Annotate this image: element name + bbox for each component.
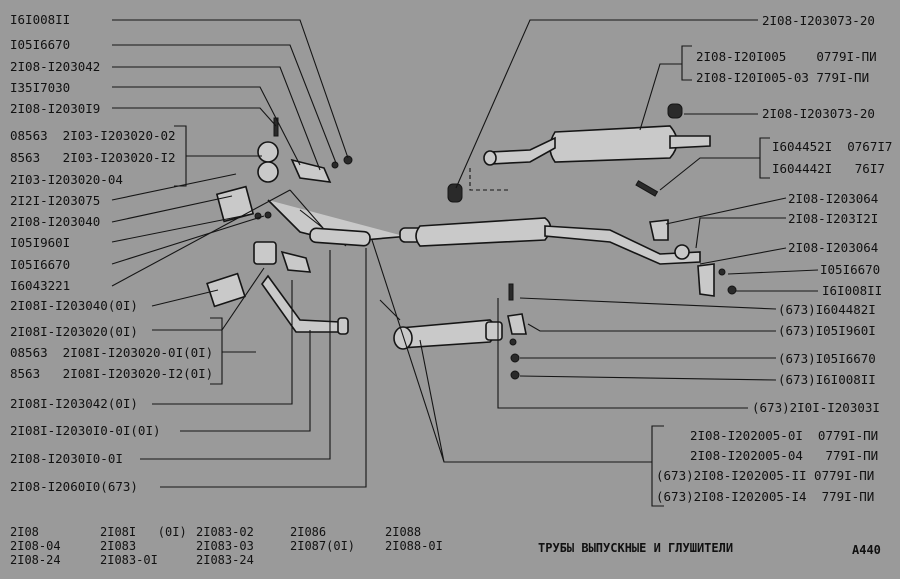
nut-3 (718, 268, 726, 276)
left-label: 2I08-I2030I9 (10, 101, 100, 116)
left-label: 2I08I-I203040(0I) (10, 298, 138, 313)
model-code: 2I083-03 (196, 539, 254, 553)
left-label: 2I08-I203040 (10, 214, 100, 229)
left-label: I6043221 (10, 278, 70, 293)
intermediate-silencer (415, 217, 552, 247)
left-label: 2I08-I203042 (10, 59, 100, 74)
left-labels: I6I008II I05I6670 2I08-I203042 I35I7030 … (10, 12, 213, 494)
model-code: 2I08-24 (10, 553, 61, 567)
model-code: 2I08-04 (10, 539, 61, 553)
right-label: 2I08-I203064 (788, 240, 878, 255)
left-label: 2I08I-I2030I0-0I(0I) (10, 423, 161, 438)
right-labels: 2I08-I203073-20 2I08-I20I005 0779I-ПИ 2I… (656, 13, 892, 504)
right-label: (673)I6I008II (778, 372, 876, 387)
right-label: I6I008II (822, 283, 882, 298)
page-code: А440 (852, 543, 881, 557)
left-label: I05I960I (10, 235, 70, 250)
model-code: 2I08I (0I) (100, 525, 187, 539)
left-label: 2I08I-I203042(0I) (10, 396, 138, 411)
right-label: 2I08-I203I2I (788, 211, 878, 226)
heat-shield (290, 158, 332, 183)
left-label: 08563 2I03-I203020-02 (10, 128, 176, 143)
model-code: 2I083-24 (196, 553, 254, 567)
kit-washer (509, 338, 517, 346)
left-label: 2I08I-I203020(0I) (10, 324, 138, 339)
tail-pipe (544, 225, 701, 265)
nut (343, 155, 353, 165)
right-label: 2I08-I203073-20 (762, 106, 875, 121)
model-code: 2I088-0I (385, 539, 443, 553)
right-label: (673)I05I960I (778, 323, 876, 338)
hanger-ring-1 (447, 183, 463, 203)
gasket (257, 141, 279, 163)
left-label: 2I08-I2030I0-0I (10, 451, 123, 466)
catalyst-inlet (393, 326, 413, 350)
bracket (215, 185, 255, 223)
right-label: (673)2I08-I202005-II 0779I-ПИ (656, 468, 874, 483)
right-label: (673)I604482I (778, 302, 876, 317)
flange-alt (253, 241, 277, 265)
tail-clamp (674, 244, 690, 260)
heat-shield-alt (280, 250, 312, 273)
nut-4 (727, 285, 737, 295)
rear-muffler-inlet (489, 136, 556, 165)
bracket-2 (206, 272, 246, 308)
rear-muffler (549, 125, 678, 163)
left-label: 2I08-I2060I0(673) (10, 479, 138, 494)
kit-clamp (507, 313, 527, 335)
right-label: I604452I 0767I7 (772, 139, 892, 154)
rear-bracket (649, 219, 669, 241)
front-pipe-alt (261, 274, 346, 333)
page-title: ТРУБЫ ВЫПУСКНЫЕ И ГЛУШИТЕЛИ (538, 541, 733, 555)
model-code: 2I08 (10, 525, 39, 539)
right-label: (673)2I0I-I20303I (752, 400, 880, 415)
left-label: 2I03-I203020-04 (10, 172, 123, 187)
hanger-ring-2 (667, 103, 683, 119)
washer-2 (264, 211, 272, 219)
catalyst-flange (485, 321, 503, 341)
model-code: 2I088 (385, 525, 421, 539)
right-label: 2I08-I203064 (788, 191, 878, 206)
model-code: 2I083 (100, 539, 136, 553)
right-label: 2I08-I202005-04 779I-ПИ (690, 448, 878, 463)
rear-muffler-opening (483, 150, 497, 166)
leader-lines-right (371, 19, 819, 507)
gasket-2 (257, 161, 279, 183)
parts-drawing (206, 103, 737, 380)
leader-lines-left (111, 19, 367, 488)
right-label: (673)I05I6670 (778, 351, 876, 366)
right-label: (673)2I08-I202005-I4 779I-ПИ (656, 489, 874, 504)
pipe-end (337, 317, 349, 335)
right-label: 2I08-I20I005 0779I-ПИ (696, 49, 877, 64)
right-label: 2I08-I20I005-03 779I-ПИ (696, 70, 869, 85)
intermediate-pipe (309, 227, 371, 247)
left-label: 8563 2I03-I203020-I2 (10, 150, 176, 165)
model-code: 2I083-0I (100, 553, 158, 567)
left-label: I35I7030 (10, 80, 70, 95)
left-label: 8563 2I08I-I203020-I2(0I) (10, 366, 213, 381)
right-label: 2I08-I202005-0I 0779I-ПИ (690, 428, 878, 443)
left-label: I05I6670 (10, 257, 70, 272)
kit-nut-2 (510, 370, 520, 380)
left-label: I6I008II (10, 12, 70, 27)
right-label: I604442I 76I7 (772, 161, 885, 176)
right-label: I05I6670 (820, 262, 880, 277)
clamp-bolt (635, 180, 659, 197)
kit-nut (510, 353, 520, 363)
left-label: I05I6670 (10, 37, 70, 52)
rear-muffler-tail (669, 135, 711, 149)
model-code: 2I086 (290, 525, 326, 539)
kit-bolt (508, 283, 514, 301)
left-label: 08563 2I08I-I203020-0I(0I) (10, 345, 213, 360)
washer (331, 161, 339, 169)
model-list: 2I08 2I08-04 2I08-24 2I08I (0I) 2I083 2I… (10, 525, 443, 567)
rear-bracket-2 (697, 263, 715, 297)
left-label: 2I2I-I203075 (10, 193, 100, 208)
model-code: 2I087(0I) (290, 539, 355, 553)
model-code: 2I083-02 (196, 525, 254, 539)
right-label: 2I08-I203073-20 (762, 13, 875, 28)
dashed-outline (469, 168, 510, 191)
